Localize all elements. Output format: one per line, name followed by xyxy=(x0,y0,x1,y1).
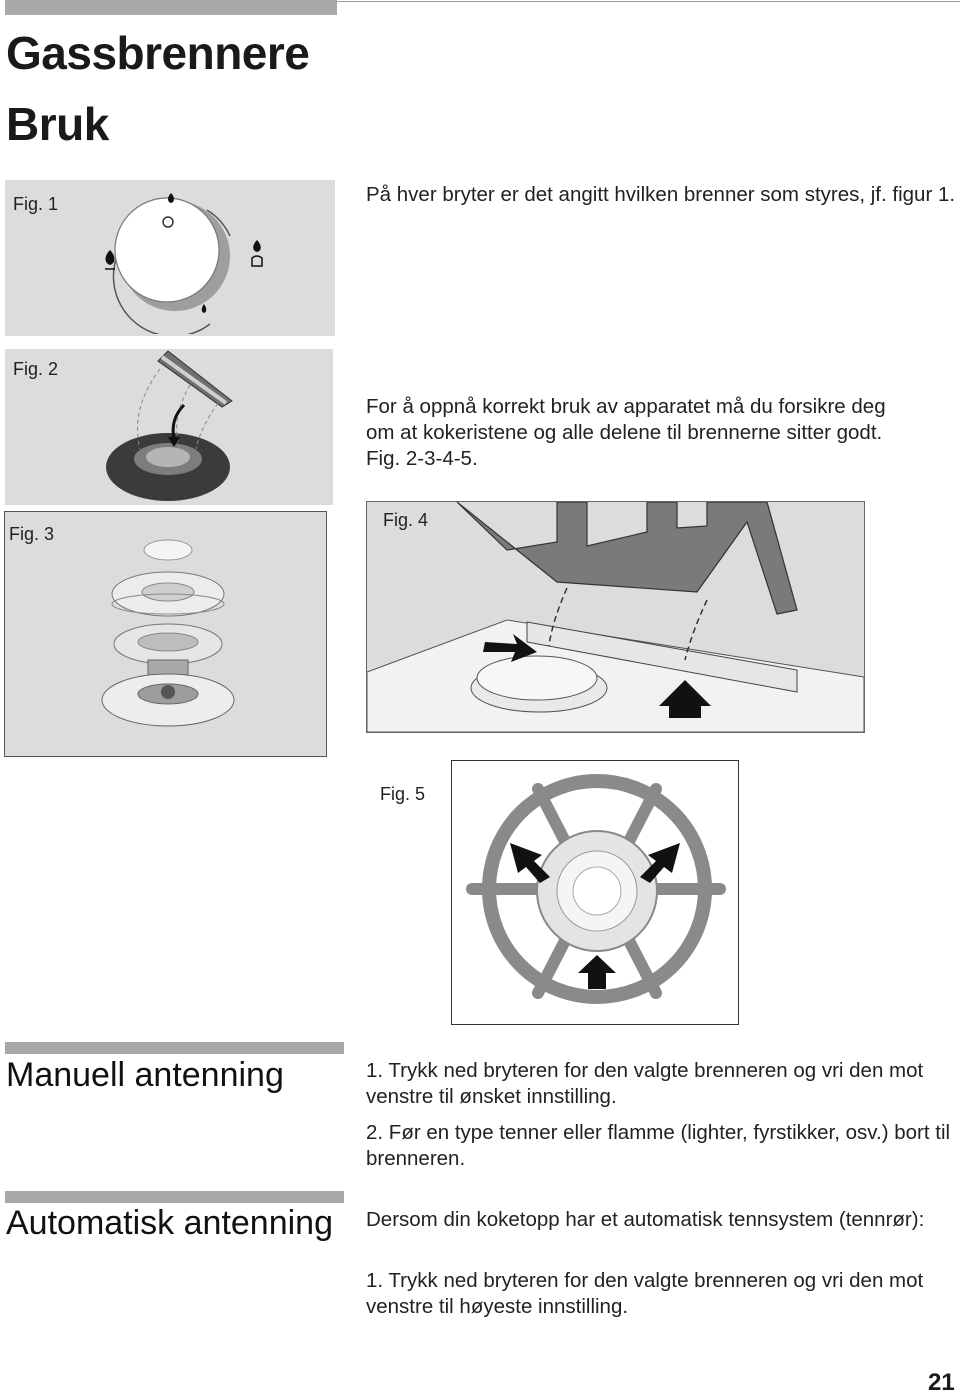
grid-top-view-illustration xyxy=(466,774,726,1004)
arrow-down-icon xyxy=(171,403,186,440)
automatic-step-1: 1. Trykk ned bryteren for den valgte bre… xyxy=(366,1269,924,1318)
figure-4-label: Fig. 4 xyxy=(383,510,429,530)
manual-step-2: 2. Før en type tenner eller flamme (ligh… xyxy=(366,1121,951,1170)
section-title-manual: Manuell antenning xyxy=(6,1056,284,1094)
exploded-burner-illustration xyxy=(101,539,235,727)
knob-illustration xyxy=(105,193,263,334)
page-subtitle: Bruk xyxy=(6,98,109,150)
intro-paragraph-2: For å oppnå korrekt bruk av apparatet må… xyxy=(366,395,886,470)
page-title: Gassbrennere xyxy=(6,27,310,79)
off-marker-icon xyxy=(162,216,174,228)
figure-4: Fig. 4 xyxy=(366,501,865,733)
section-bar-manual xyxy=(5,1042,344,1054)
automatic-intro: Dersom din koketopp har et automatisk te… xyxy=(366,1208,925,1231)
figure-2: Fig. 2 xyxy=(5,349,333,505)
intro-paragraph-1: På hver bryter er det angitt hvilken bre… xyxy=(366,183,956,206)
figure-1-label: Fig. 1 xyxy=(13,194,59,214)
arrow-diagonal-right-icon xyxy=(640,843,680,883)
knob-body xyxy=(114,197,220,303)
figure-3: Fig. 3 xyxy=(4,511,327,757)
flame-large-icon xyxy=(105,250,115,265)
section-bar-automatic xyxy=(5,1191,344,1203)
header-rule xyxy=(337,1,960,2)
figure-3-label: Fig. 3 xyxy=(9,524,55,544)
page-number: 21 xyxy=(928,1369,955,1396)
burner-on-hob xyxy=(476,655,598,701)
arrow-right-icon xyxy=(483,634,537,662)
section-title-automatic: Automatisk antenning xyxy=(6,1204,333,1242)
flame-ignition-icon xyxy=(253,240,261,252)
arrow-up-icon xyxy=(659,680,711,718)
burner-cap-illustration xyxy=(106,350,233,501)
pan-support-grid xyxy=(456,502,798,615)
header-bar xyxy=(5,0,337,15)
figure-5-label: Fig. 5 xyxy=(380,784,426,804)
arrow-up-small-icon xyxy=(578,955,616,989)
flame-small-icon xyxy=(201,304,207,313)
figure-5 xyxy=(451,760,739,1025)
burner-cap-part xyxy=(143,539,193,561)
grid-placement-illustration xyxy=(367,502,864,732)
flame-top-icon xyxy=(168,193,174,203)
manual-step-1: 1. Trykk ned bryteren for den valgte bre… xyxy=(366,1059,924,1108)
figure-2-label: Fig. 2 xyxy=(13,359,59,379)
figure-1: Fig. 1 xyxy=(5,180,335,336)
arrow-diagonal-left-icon xyxy=(510,843,550,883)
